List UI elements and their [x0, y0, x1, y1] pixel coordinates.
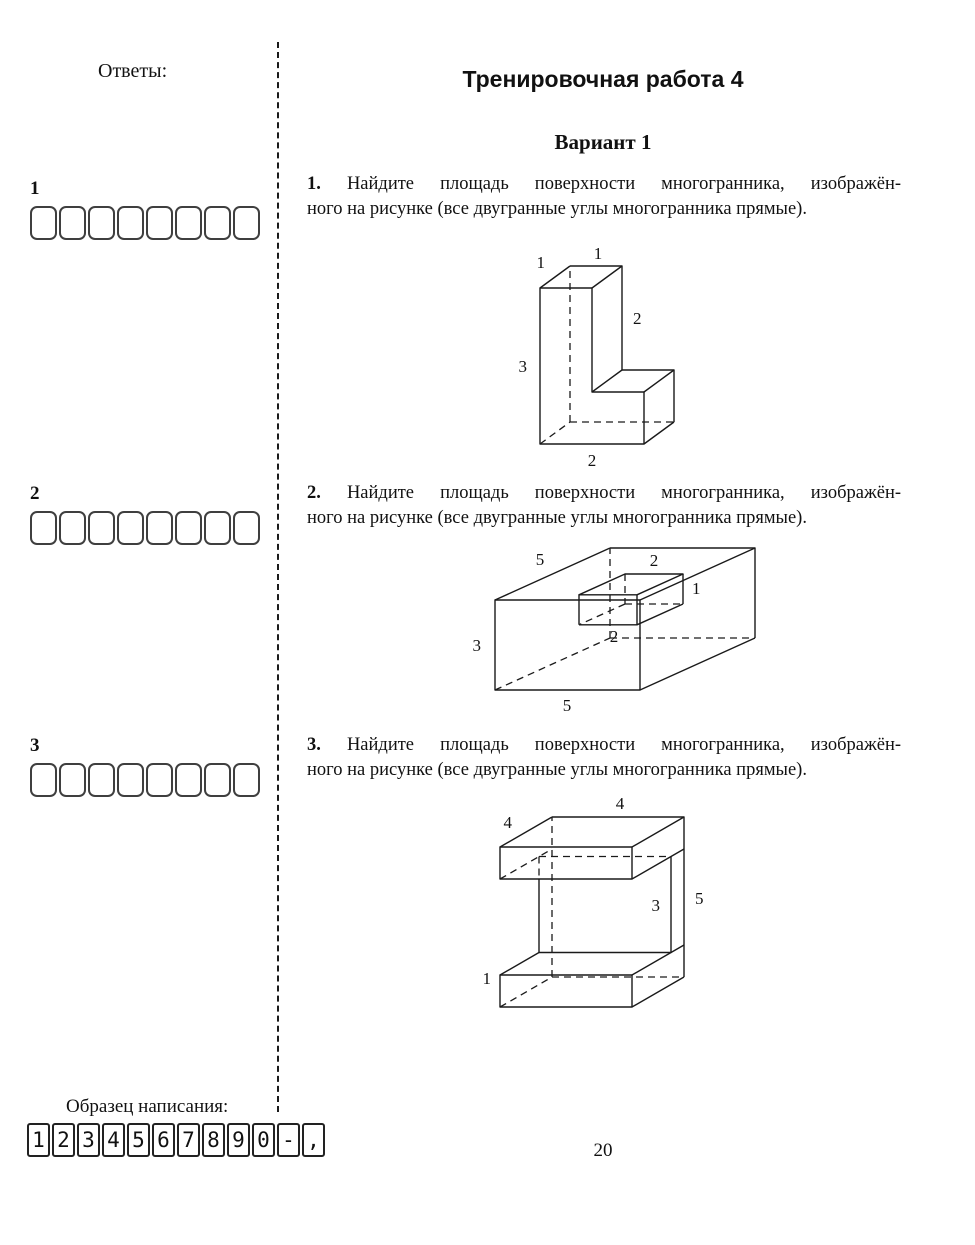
answer-cell[interactable]	[146, 763, 173, 797]
answer-cell[interactable]	[30, 206, 57, 240]
sample-char-cell: 1	[27, 1123, 50, 1157]
answer-cell[interactable]	[117, 763, 144, 797]
problem-1: 1. Найдите площадь поверхности многогран…	[307, 172, 901, 222]
column-divider	[277, 42, 279, 1112]
dim-label-left: 1	[483, 969, 492, 988]
answer-cell[interactable]	[233, 511, 260, 545]
sample-char-cell: 8	[202, 1123, 225, 1157]
answers-heading: Ответы:	[98, 60, 168, 82]
answer-cell[interactable]	[233, 206, 260, 240]
answer-block-number-3: 3	[30, 735, 40, 756]
sample-char-cell: 0	[252, 1123, 275, 1157]
problem-1-number: 1.	[307, 174, 321, 194]
polyhedron-2-visible-edges	[494, 547, 756, 691]
polyhedron-3-visible-edges	[499, 816, 685, 1008]
answer-cell[interactable]	[146, 206, 173, 240]
problem-1-text-line1: Найдите площадь поверхности многогранник…	[346, 174, 902, 194]
answer-cell[interactable]	[117, 511, 144, 545]
answer-row-3	[30, 763, 260, 797]
dim-label-depth: 5	[536, 550, 545, 569]
answer-cell[interactable]	[30, 511, 57, 545]
sample-char-cell: 6	[152, 1123, 175, 1157]
answer-cell[interactable]	[59, 511, 86, 545]
sample-char-cell: -	[277, 1123, 300, 1157]
answer-cell[interactable]	[88, 206, 115, 240]
problem-2-text-line1: Найдите площадь поверхности многогранник…	[346, 483, 902, 503]
dim-label-inner: 3	[652, 896, 661, 915]
sample-writing-heading: Образец написания:	[66, 1096, 229, 1117]
answer-cell[interactable]	[88, 511, 115, 545]
figure-problem-3: 4 4 5 3 1	[483, 794, 704, 1008]
answer-cell[interactable]	[146, 511, 173, 545]
sample-char-cell: 2	[52, 1123, 75, 1157]
figure-problem-2: 5 2 1 2 3 5	[473, 547, 756, 715]
dim-label-depth: 1	[537, 253, 546, 272]
variant-title: Вариант 1	[554, 130, 652, 154]
answer-row-2	[30, 511, 260, 545]
dim-label-left: 3	[519, 357, 528, 376]
dim-label-right: 2	[633, 309, 642, 328]
sample-char-cell: ,	[302, 1123, 325, 1157]
answer-cell[interactable]	[59, 763, 86, 797]
dim-label-top: 4	[616, 794, 625, 813]
figure-3-dimension-labels: 4 4 5 3 1	[483, 794, 704, 988]
answer-cell[interactable]	[204, 206, 231, 240]
polyhedron-1-hidden-edges	[539, 266, 674, 445]
polyhedron-3-hidden-edges	[499, 817, 684, 1008]
dim-label-bottom: 2	[588, 451, 597, 470]
dim-label-right: 5	[695, 889, 704, 908]
answer-cell[interactable]	[233, 763, 260, 797]
problem-2-number: 2.	[307, 483, 321, 503]
answer-cell[interactable]	[175, 763, 202, 797]
dim-label-bottom: 5	[563, 696, 572, 715]
answer-cell[interactable]	[175, 206, 202, 240]
sample-char-cell: 9	[227, 1123, 250, 1157]
answer-block-number-1: 1	[30, 178, 40, 199]
problem-3-number: 3.	[307, 735, 321, 755]
sample-char-cell: 5	[127, 1123, 150, 1157]
answer-cell[interactable]	[204, 763, 231, 797]
page-title: Тренировочная работа 4	[462, 66, 744, 92]
dim-label-left: 3	[473, 636, 482, 655]
polyhedron-1-visible-edges	[539, 265, 675, 445]
dim-label-top: 1	[594, 244, 603, 263]
answer-block-number-2: 2	[30, 483, 40, 504]
dim-label-notch-bottom: 2	[610, 627, 619, 646]
sample-char-cell: 7	[177, 1123, 200, 1157]
answer-cell[interactable]	[204, 511, 231, 545]
problem-2: 2. Найдите площадь поверхности многогран…	[307, 481, 901, 531]
sample-char-cell: 4	[102, 1123, 125, 1157]
answer-cell[interactable]	[117, 206, 144, 240]
sample-writing-row: 1 2 3 4 5 6 7 8 9 0 - ,	[27, 1123, 325, 1157]
figure-problem-1: 1 1 2 3 2	[519, 244, 675, 470]
answer-cell[interactable]	[175, 511, 202, 545]
polyhedron-2-hidden-edges	[494, 548, 755, 691]
problem-3: 3. Найдите площадь поверхности многогран…	[307, 733, 901, 783]
figure-1-dimension-labels: 1 1 2 3 2	[519, 244, 642, 470]
dim-label-notch-top: 2	[650, 551, 659, 570]
answer-cell[interactable]	[59, 206, 86, 240]
problem-3-text-line2: ного на рисунке (все двугранные углы мно…	[307, 760, 807, 780]
dim-label-depth: 4	[504, 813, 513, 832]
page-number: 20	[593, 1140, 613, 1161]
figure-2-dimension-labels: 5 2 1 2 3 5	[473, 550, 701, 715]
answer-cell[interactable]	[88, 763, 115, 797]
answer-cell[interactable]	[30, 763, 57, 797]
dim-label-notch-right: 1	[692, 579, 701, 598]
answer-row-1	[30, 206, 260, 240]
problem-3-text-line1: Найдите площадь поверхности многогранник…	[346, 735, 902, 755]
problem-1-text-line2: ного на рисунке (все двугранные углы мно…	[307, 199, 807, 219]
problem-2-text-line2: ного на рисунке (все двугранные углы мно…	[307, 508, 807, 528]
sample-char-cell: 3	[77, 1123, 100, 1157]
